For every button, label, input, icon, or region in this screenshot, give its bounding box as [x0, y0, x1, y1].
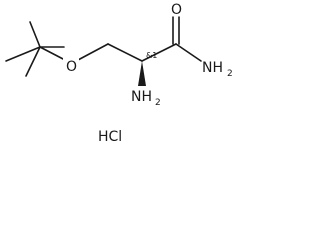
amine-nitrogen-label: NH [131, 89, 152, 105]
amide-nitrogen-label: NH [202, 60, 223, 76]
carbonyl-oxygen-label: O [171, 2, 182, 18]
bond-chiral-to-carbonyl-carbon [141, 43, 177, 62]
amide-nitrogen-subscript: 2 [227, 69, 233, 79]
bond-ch2-to-chiral-carbon [107, 43, 143, 62]
bond-c-to-ether-oxygen [39, 46, 66, 61]
tbutyl-bond-upper-methyl [29, 21, 41, 48]
bond-carbonyl-to-amide-nitrogen [175, 43, 202, 62]
ether-oxygen-bg [63, 57, 79, 73]
bond-ether-oxygen-to-ch2 [77, 43, 109, 61]
amine-nitrogen-subscript: 2 [155, 98, 161, 108]
ether-oxygen-label: O [66, 59, 77, 75]
stereo-label: &1 [146, 51, 157, 60]
wedge-bond-to-amine [138, 61, 146, 86]
tbutyl-bond-lower-methyl [25, 46, 41, 77]
chemical-structure: O O NH 2 NH 2 &1 HCl [5, 2, 233, 145]
salt-label: HCl [98, 129, 122, 145]
tbutyl-bond-left-methyl [5, 46, 41, 62]
